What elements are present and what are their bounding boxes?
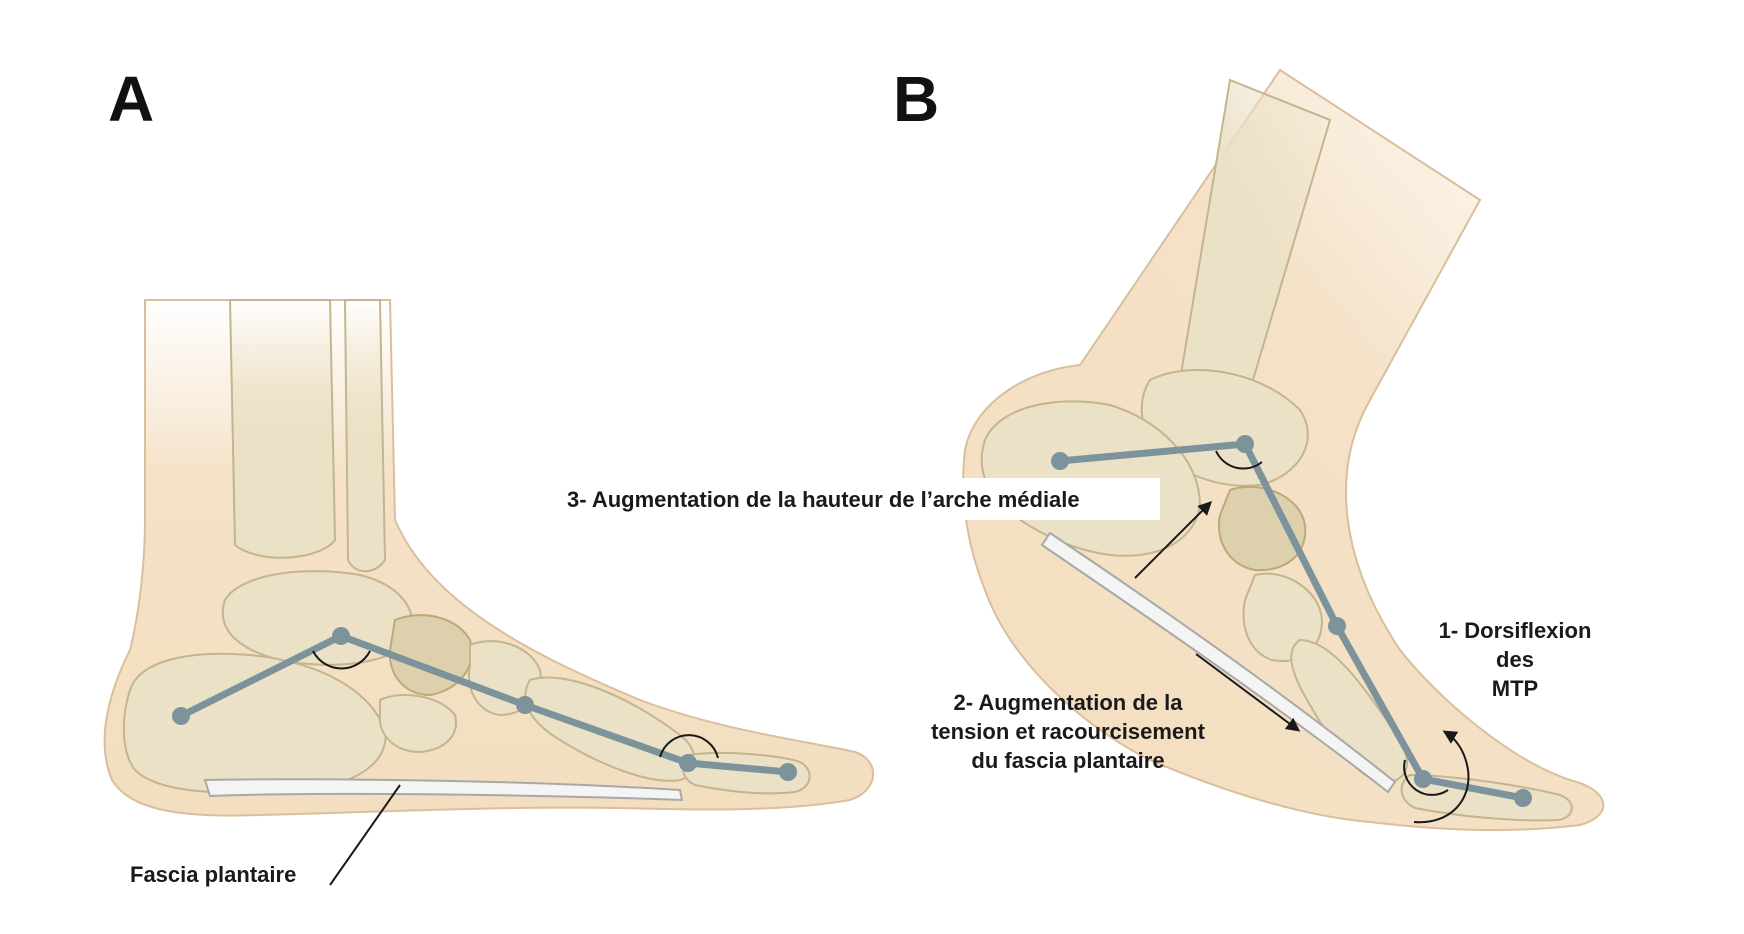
arch-label-backing (560, 478, 1160, 520)
dorsiflexion-label-line1: 1- Dorsiflexion (1439, 618, 1592, 643)
fascia-label-b-line1: 2- Augmentation de la (954, 690, 1184, 715)
mtp-angle-b (1403, 759, 1449, 796)
fascia-label-b-line2: tension et racourcisement (931, 719, 1206, 744)
fascia-label-a: Fascia plantaire (130, 862, 296, 887)
curved-arrow-icon (1413, 730, 1470, 824)
fibula-a (343, 299, 387, 573)
joint-calcaneus-a (172, 707, 190, 725)
joint-toe-b (1514, 789, 1532, 807)
mtp-angle-a (659, 734, 719, 759)
joint-mtp-a (679, 754, 697, 772)
joint-talus-b (1236, 435, 1254, 453)
fascia-label-b-line3: du fascia plantaire (971, 748, 1164, 773)
joint-talus-a (332, 627, 350, 645)
panel-a-letter: A (108, 63, 154, 135)
arch-angle-b (1215, 450, 1263, 470)
joint-toe-a (779, 763, 797, 781)
joint-mtp-b (1414, 770, 1432, 788)
plantar-fascia-a (203, 778, 684, 802)
joint-midfoot-b (1328, 617, 1346, 635)
plantar-fascia-b (1040, 531, 1397, 794)
cuboid-a (378, 694, 457, 754)
metatarsal-a (524, 676, 696, 782)
tibia-a (228, 299, 337, 559)
dorsiflexion-label-line3: MTP (1492, 676, 1538, 701)
panel-a: A Fascia plantaire (103, 63, 875, 887)
arch-angle-a (312, 650, 371, 670)
panel-b-letter: B (893, 63, 939, 135)
dorsiflexion-label-line2: des (1496, 647, 1534, 672)
calcaneus-a (122, 652, 387, 794)
arrow-icon (1195, 653, 1301, 732)
fascia-leader-a (329, 784, 401, 886)
arrow-icon (1134, 501, 1212, 579)
joint-midfoot-a (516, 696, 534, 714)
arch-label-b: 3- Augmentation de la hauteur de l’arche… (567, 487, 1080, 512)
joint-calcaneus-b (1051, 452, 1069, 470)
navicular-b (1218, 485, 1307, 572)
panel-b: B 3- Augmentat (560, 63, 1605, 831)
